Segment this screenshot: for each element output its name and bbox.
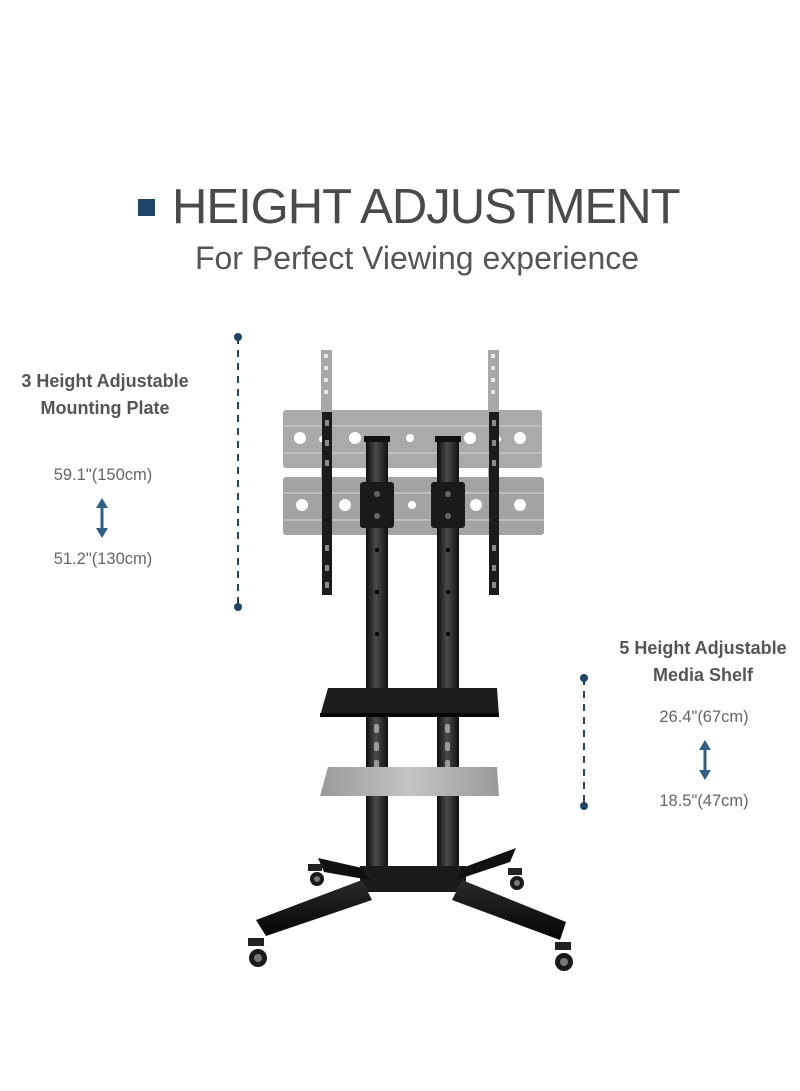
mounting-plate-lower [283, 412, 544, 595]
stand-base [248, 848, 573, 971]
bullet-square-icon [138, 199, 155, 216]
caster-wheel-icon [555, 942, 573, 971]
page-title: HEIGHT ADJUSTMENT [172, 180, 681, 234]
media-shelf-lower-ghost [320, 767, 499, 796]
media-shelf-label: 5 Height Adjustable Media Shelf [598, 635, 800, 689]
mounting-plate-label: 3 Height Adjustable Mounting Plate [0, 368, 210, 422]
heading-block: HEIGHT ADJUSTMENT [0, 175, 800, 245]
caster-wheel-icon [248, 938, 267, 967]
media-shelf-range-indicator [580, 674, 588, 810]
media-shelf-label-line2: Media Shelf [652, 665, 754, 685]
media-shelf-min-height: 18.5"(47cm) [659, 792, 749, 810]
mounting-plate-label-line1: 3 Height Adjustable [21, 371, 189, 391]
media-shelf-label-line1: 5 Height Adjustable [619, 638, 787, 658]
up-down-arrow-icon [96, 498, 108, 538]
page-subtitle: For Perfect Viewing experience [194, 240, 640, 276]
mounting-plate-min-height: 51.2"(130cm) [53, 550, 153, 568]
media-shelf-upper [320, 688, 499, 717]
media-shelf-max-height: 26.4"(67cm) [659, 708, 749, 726]
caster-wheel-icon [508, 868, 524, 890]
caster-wheel-icon [308, 864, 324, 886]
mounting-plate-upper-ghost [283, 350, 542, 480]
mounting-plate-range-indicator [234, 333, 242, 611]
mounting-plate-max-height: 59.1"(150cm) [53, 466, 153, 484]
up-down-arrow-icon [699, 740, 711, 780]
mounting-plate-label-line2: Mounting Plate [40, 398, 170, 418]
